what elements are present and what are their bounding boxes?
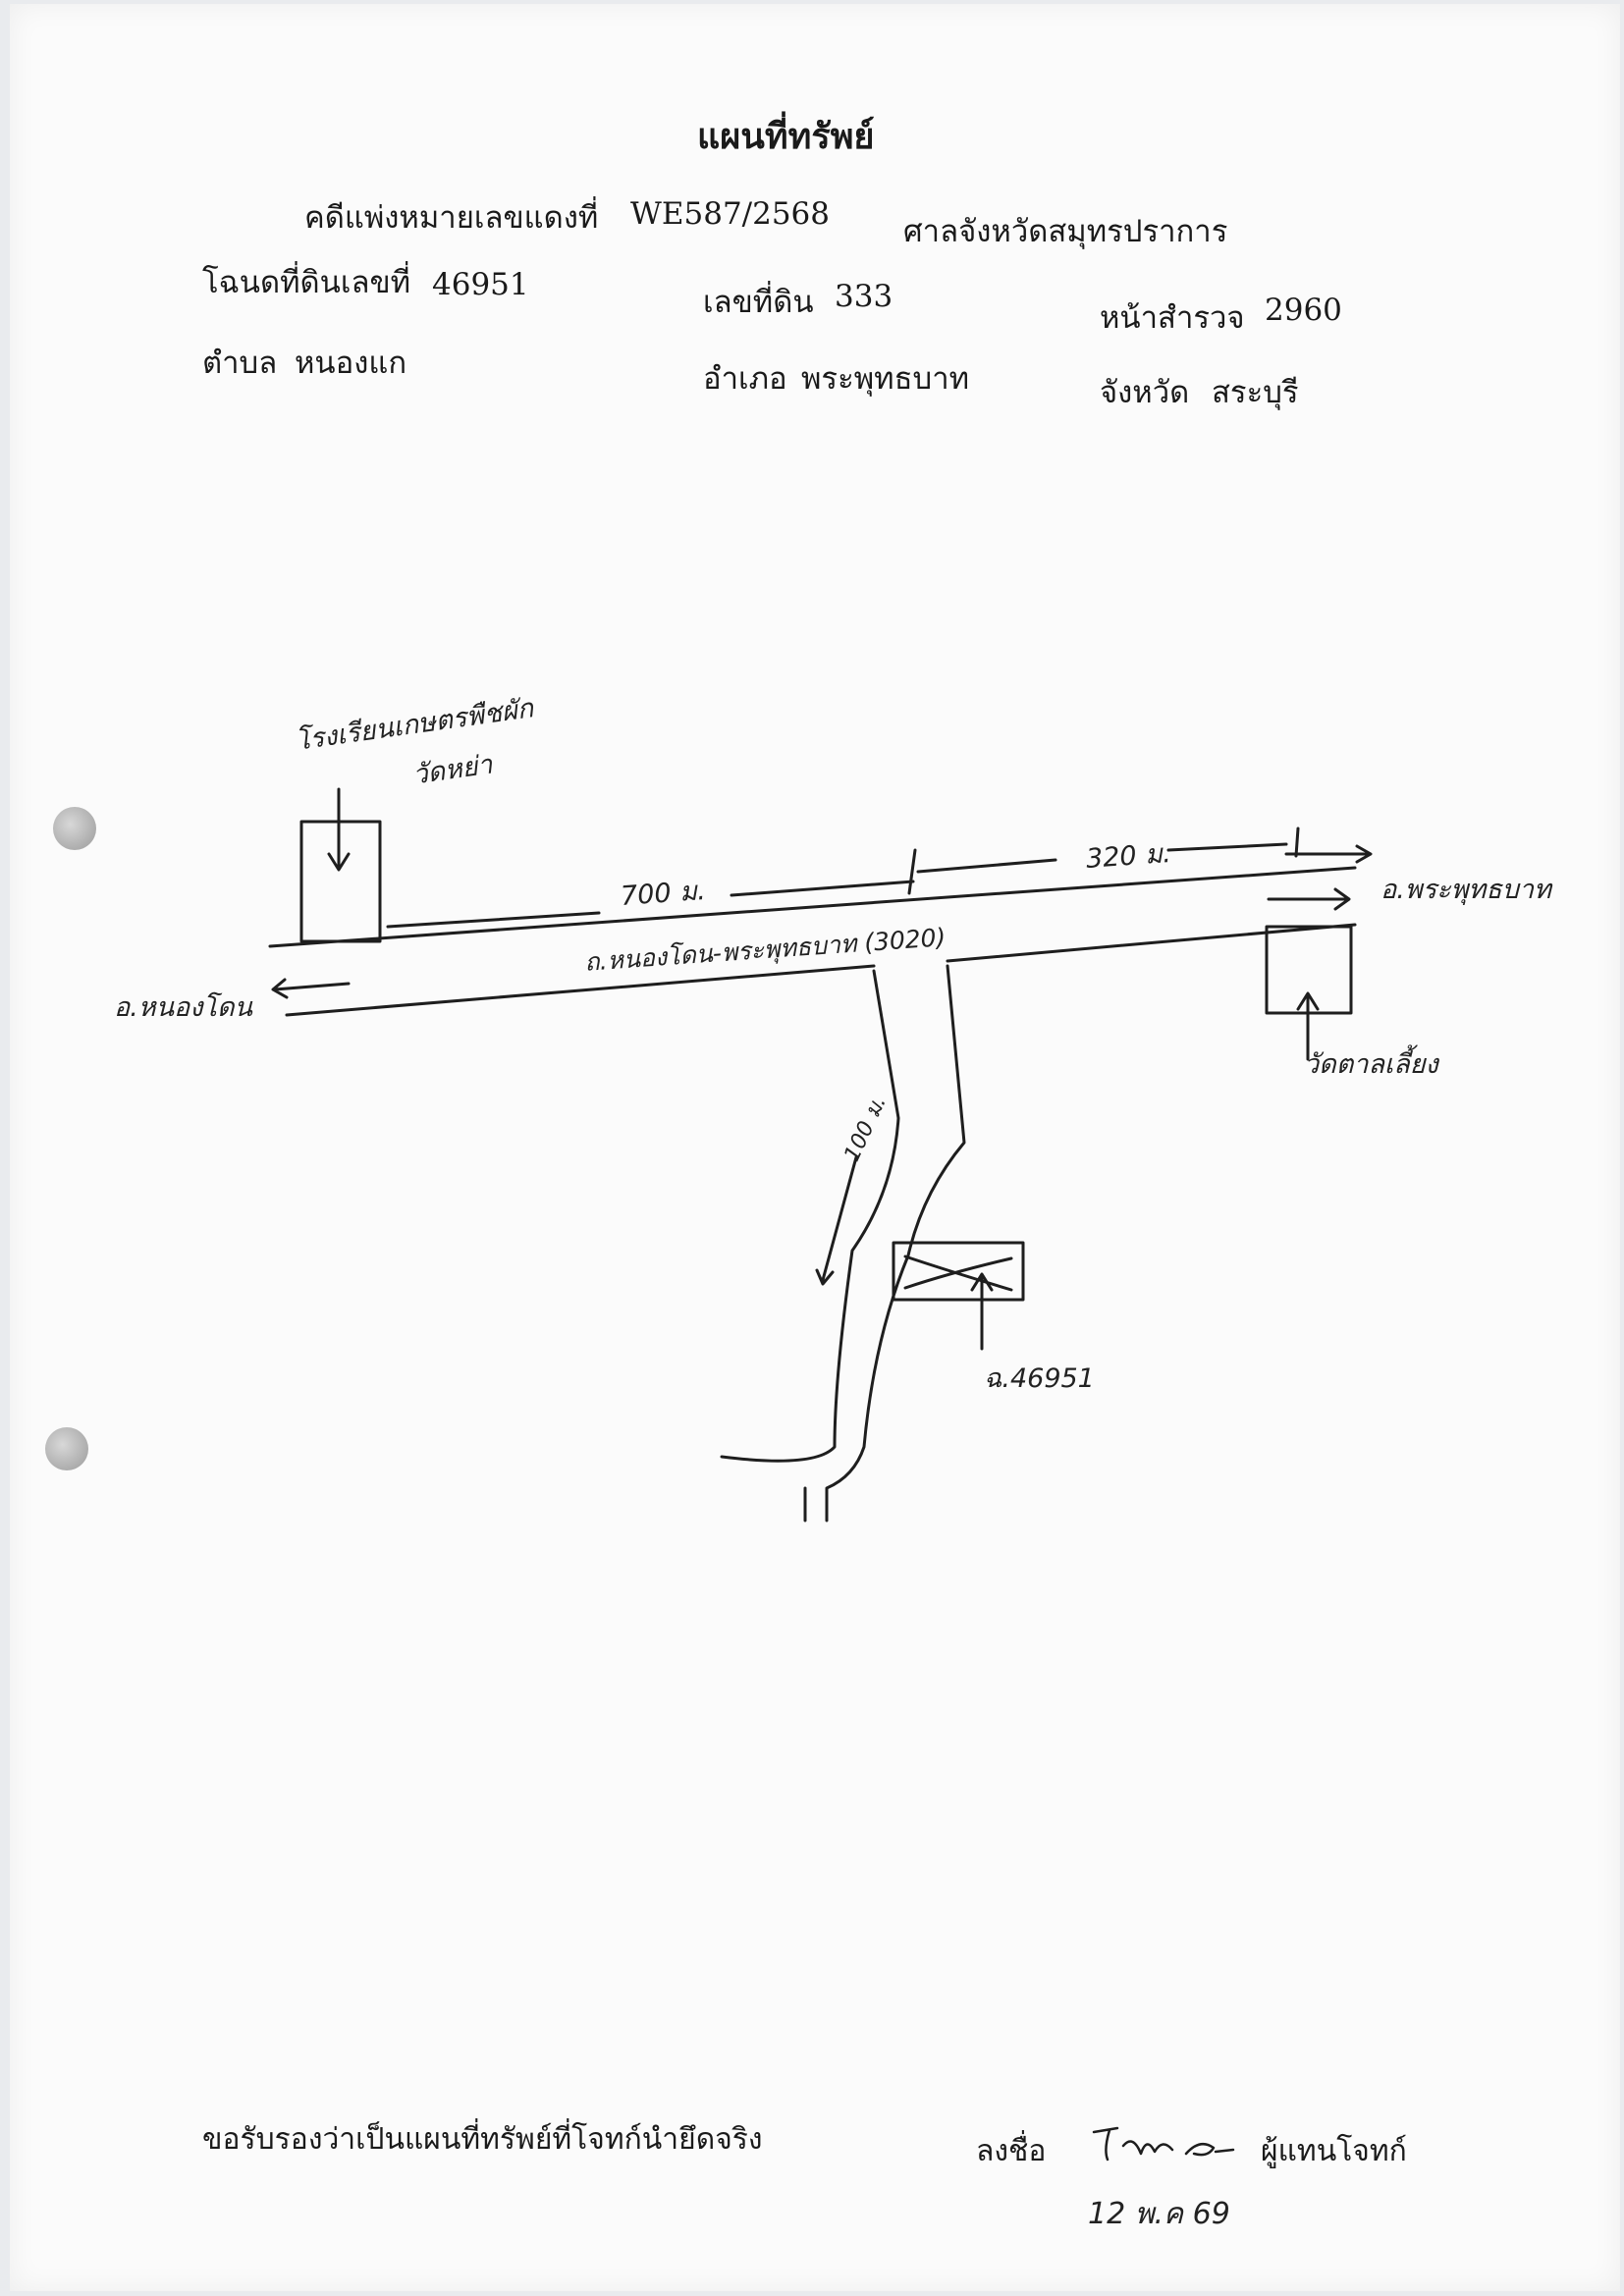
punch-hole-bottom: [45, 1427, 88, 1470]
right-destination: อ.พระพุทธบาท: [1380, 875, 1551, 905]
deed-label: โฉนดที่ดินเลขที่: [202, 265, 411, 300]
handwritten-signature: [1092, 2126, 1235, 2162]
parcel-cross: [903, 1255, 1013, 1292]
lane-left-edge: [720, 969, 900, 1463]
land-number-label: เลขที่ดิน: [703, 285, 814, 320]
main-road-bottom-edge-left: [285, 964, 876, 1017]
dist-tick: [907, 848, 917, 895]
document-title: แผนที่ทรัพย์: [697, 116, 875, 157]
survey-label: หน้าสำรวจ: [1100, 300, 1245, 336]
main-road-bottom-edge-right: [946, 923, 1357, 963]
district-label: อำเภอ: [703, 361, 787, 397]
province-value: สระบุรี: [1212, 375, 1299, 410]
parcel-pointer-arrow: [970, 1272, 994, 1351]
signer-role: ผู้แทนโจทก์: [1261, 2134, 1407, 2168]
location-sketch-map: [268, 787, 1373, 1522]
case-number: WE587/2568: [630, 196, 830, 232]
certification-text: ขอรับรองว่าเป็นแผนที่ทรัพย์ที่โจทก์นำยึด…: [202, 2122, 763, 2157]
left-destination: อ.หนองโดน: [114, 992, 252, 1023]
lane-right-edge: [825, 964, 966, 1522]
school-box: [299, 820, 382, 943]
temple-label: วัดตาลเลี้ยง: [1304, 1049, 1438, 1080]
signature-date: 12 พ.ค 69: [1088, 2197, 1230, 2231]
parcel-label: ฉ.46951: [984, 1363, 1095, 1394]
document-page: แผนที่ทรัพย์ คดีแพ่งหมายเลขแดงที่ WE587/…: [10, 4, 1620, 2291]
right-arrow: [1267, 887, 1351, 911]
distance-right: 320 ม.: [1085, 838, 1172, 875]
sign-label: ลงชื่อ: [976, 2134, 1047, 2168]
land-number: 333: [835, 279, 893, 314]
case-label: คดีแพ่งหมายเลขแดงที่: [304, 200, 599, 236]
school-pointer-arrow: [327, 787, 351, 872]
dist-right-line-b: [1166, 842, 1288, 852]
district-value: พระพุทธบาท: [801, 361, 970, 397]
dist-left-line-a: [386, 911, 601, 929]
survey-number: 2960: [1265, 293, 1342, 328]
dist-right-end: [1284, 827, 1373, 864]
dist-left-line-b: [730, 880, 915, 897]
main-road-top-edge: [268, 866, 1357, 948]
subdistrict-value: หนองแก: [295, 346, 407, 381]
subdistrict-label: ตำบล: [202, 346, 278, 381]
parcel-box: [892, 1241, 1025, 1302]
dist-right-line-a: [916, 858, 1057, 874]
distance-left: 700 ม.: [620, 876, 707, 912]
left-arrow: [271, 978, 351, 999]
punch-hole-top: [53, 807, 96, 850]
province-label: จังหวัด: [1100, 375, 1190, 410]
deed-number: 46951: [432, 267, 529, 302]
lane-dist-marker: [815, 1155, 858, 1286]
temple-pointer-arrow: [1296, 991, 1320, 1061]
court-name: ศาลจังหวัดสมุทรปราการ: [903, 214, 1228, 249]
